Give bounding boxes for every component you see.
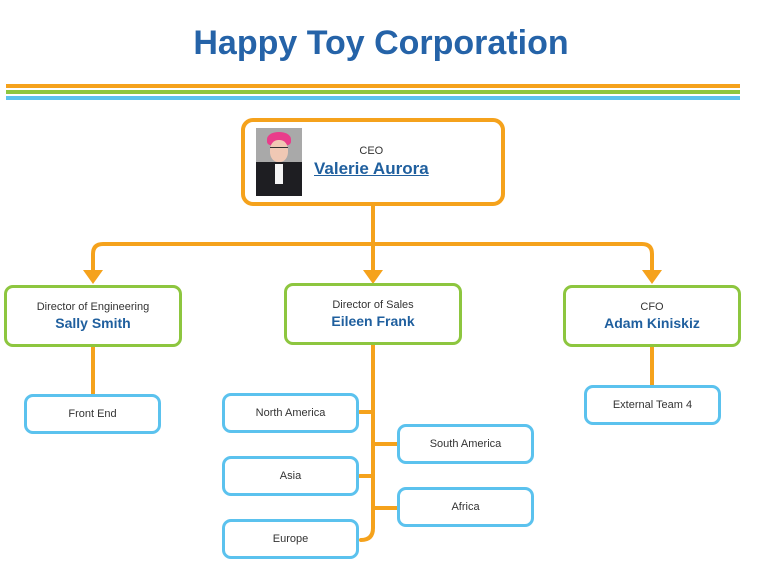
- divider-stripe-orange: [6, 84, 740, 88]
- connector-to-cfo: [371, 242, 654, 272]
- team-external-4[interactable]: External Team 4: [584, 385, 721, 425]
- ceo-name-link[interactable]: Valerie Aurora: [314, 159, 429, 178]
- divider-stripe-blue: [6, 96, 740, 100]
- team-label: Africa: [451, 501, 480, 513]
- ceo-photo: [256, 128, 302, 196]
- director-sales-box[interactable]: Director of Sales Eileen Frank: [284, 283, 462, 345]
- divider-stripe-green: [6, 90, 740, 94]
- team-europe[interactable]: Europe: [222, 519, 359, 559]
- team-label: Europe: [272, 533, 309, 545]
- team-label: Asia: [279, 470, 302, 482]
- team-label: Front End: [68, 408, 117, 420]
- team-label: External Team 4: [612, 399, 693, 411]
- ceo-box[interactable]: CEO Valerie Aurora: [241, 118, 505, 206]
- cfo-name: Adam Kiniskiz: [604, 315, 700, 331]
- team-asia[interactable]: Asia: [222, 456, 359, 496]
- team-north-america[interactable]: North America: [222, 393, 359, 433]
- connector-to-engineering: [91, 242, 375, 272]
- team-front-end[interactable]: Front End: [24, 394, 161, 434]
- director-engineering-box[interactable]: Director of Engineering Sally Smith: [4, 285, 182, 347]
- arrow-to-cfo: [642, 270, 662, 284]
- team-label: South America: [429, 438, 502, 450]
- director-engineering-name: Sally Smith: [55, 315, 131, 331]
- director-sales-name: Eileen Frank: [331, 313, 415, 329]
- chart-title: Happy Toy Corporation: [193, 24, 569, 62]
- arrow-to-sales: [363, 270, 383, 284]
- cfo-box[interactable]: CFO Adam Kiniskiz: [563, 285, 741, 347]
- connector-sales-spine: [359, 343, 375, 542]
- arrow-to-engineering: [83, 270, 103, 284]
- team-south-america[interactable]: South America: [397, 424, 534, 464]
- cfo-role: CFO: [640, 301, 664, 313]
- ceo-role: CEO: [359, 145, 384, 157]
- team-label: North America: [255, 407, 326, 419]
- director-sales-role: Director of Sales: [332, 299, 414, 311]
- director-engineering-role: Director of Engineering: [36, 301, 150, 313]
- team-africa[interactable]: Africa: [397, 487, 534, 527]
